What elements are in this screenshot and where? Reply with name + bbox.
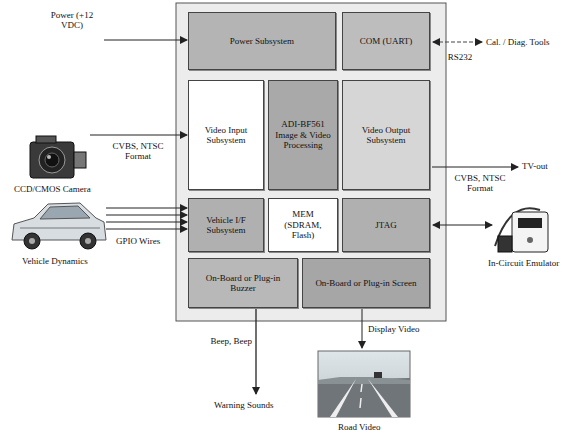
power-subsystem: Power Subsystem — [188, 12, 336, 70]
block-label: Video Output Subsystem — [347, 125, 425, 146]
signal-name: RS232 — [440, 52, 480, 62]
emulator-illustration — [495, 208, 548, 252]
video-input-box: Video Input Subsystem — [188, 80, 264, 190]
vehicle-illustration — [12, 203, 106, 249]
device-label: In-Circuit Emulator — [488, 258, 559, 268]
signal-name: GPIO Wires — [116, 236, 160, 246]
block-label: On-Board or Plug-in Screen — [307, 278, 425, 288]
vehicle-interface-box: Vehicle I/F Subsystem — [188, 198, 264, 252]
signal-format: CVBS, NTSC Format — [110, 141, 166, 162]
block-label: ADI-BF561 Image & Video Processing — [273, 119, 333, 150]
board-outline — [176, 3, 446, 321]
display-wire — [362, 309, 363, 348]
screen-box: On-Board or Plug-in Screen — [302, 258, 430, 308]
device-label: Cal. / Diag. Tools — [486, 37, 549, 47]
block-label: On-Board or Plug-in Buzzer — [193, 273, 293, 294]
cvbs-in-wire — [90, 135, 187, 136]
block-label: MEM (SDRAM, Flash) — [273, 209, 333, 240]
block-label: Video Input Subsystem — [193, 125, 259, 146]
tv-out-wire — [432, 167, 518, 168]
sound-wire — [255, 309, 256, 394]
output-label: Warning Sounds — [214, 400, 274, 410]
memory-box: MEM (SDRAM, Flash) — [268, 198, 338, 252]
jtag-wire — [433, 225, 492, 226]
road-illustration — [318, 351, 410, 417]
block-label: JTAG — [347, 220, 425, 230]
rs232-wire — [433, 42, 482, 43]
block-label: Power Subsystem — [193, 36, 331, 46]
signal-name: Display Video — [368, 324, 420, 334]
sound-label: Beep, Beep — [204, 336, 252, 346]
device-label: CCD/CMOS Camera — [14, 184, 91, 194]
block-label: COM (UART) — [347, 36, 425, 46]
device-label: Vehicle Dynamics — [22, 256, 88, 266]
video-output-box: Video Output Subsystem — [342, 80, 430, 190]
processor-box: ADI-BF561 Image & Video Processing — [268, 80, 338, 190]
output-label: TV-out — [522, 161, 548, 171]
com-port: COM (UART) — [342, 12, 430, 70]
power-wire — [104, 40, 187, 41]
jtag-box: JTAG — [342, 198, 430, 252]
block-label: Vehicle I/F Subsystem — [193, 215, 259, 236]
image-caption: Road Video — [338, 422, 381, 432]
camera-illustration — [30, 136, 86, 178]
buzzer-box: On-Board or Plug-in Buzzer — [188, 258, 298, 308]
power-input-label: Power (+12 VDC) — [44, 10, 100, 31]
gpio-wires — [106, 208, 187, 229]
signal-format: CVBS, NTSC Format — [452, 173, 508, 194]
